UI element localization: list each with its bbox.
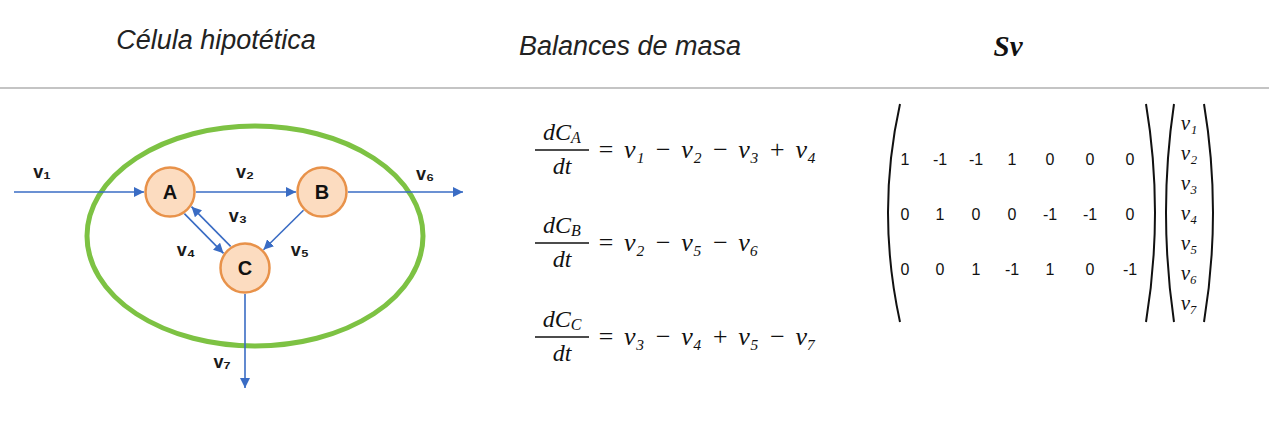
- vector-bracket: [1166, 104, 1174, 322]
- matrix-entry: 0: [1086, 151, 1095, 169]
- flux-label: v₄: [175, 240, 198, 261]
- flux-label: v₁: [33, 162, 50, 183]
- column-heading: Célula hipotética: [116, 25, 316, 56]
- matrix-entry: 0: [1046, 151, 1055, 169]
- reaction-arrow: [196, 191, 296, 193]
- matrix-entry: 0: [1086, 261, 1095, 279]
- matrix-bracket: [888, 104, 900, 322]
- derivative-denominator: dt: [553, 340, 572, 367]
- matrix-entry: 0: [936, 261, 945, 279]
- matrix-entry: -1: [969, 151, 983, 169]
- reaction-arrow: [191, 207, 230, 247]
- node-label: C: [238, 258, 252, 278]
- metabolite-node: C: [219, 242, 271, 294]
- cell-membrane: [87, 126, 423, 346]
- matrix-entry: 0: [972, 206, 981, 224]
- matrix-entry: -1: [933, 151, 947, 169]
- matrix-entry: 1: [901, 151, 910, 169]
- vector-entry: v₆: [1181, 261, 1198, 286]
- header-rule: [0, 87, 1269, 88]
- fraction-bar: [535, 336, 589, 338]
- matrix-bracket: [1146, 104, 1155, 322]
- matrix-entry: -1: [1005, 261, 1019, 279]
- metabolite-node: B: [296, 166, 348, 218]
- secretion-arrow: [348, 191, 463, 193]
- matrix-entry: 1: [936, 206, 945, 224]
- flux-label: v₃: [227, 206, 249, 227]
- vector-entry: v₅: [1181, 231, 1198, 256]
- derivative-numerator: dC: [543, 212, 571, 239]
- flux-label: v₆: [416, 164, 434, 185]
- column-heading: Balances de masa: [519, 31, 741, 62]
- matrix-entry: 1: [1008, 151, 1017, 169]
- matrix-entry: 1: [972, 261, 981, 279]
- equation-rhs: = v₂ − v₅ − v₆: [597, 228, 759, 258]
- secretion-arrow: [244, 294, 246, 388]
- vector-entry: v₂: [1181, 141, 1198, 166]
- subscript: B: [571, 222, 581, 240]
- vector-entry: v₄: [1181, 201, 1198, 226]
- subscript: C: [571, 316, 582, 334]
- subscript: A: [571, 129, 581, 147]
- matrix-entry: 0: [901, 206, 910, 224]
- vector-bracket: [1204, 104, 1213, 322]
- node-circle: [146, 168, 195, 217]
- matrix-entry: 0: [901, 261, 910, 279]
- flux-label: v₅: [289, 240, 311, 261]
- node-circle: [298, 168, 347, 217]
- matrix-entry: -1: [1123, 261, 1137, 279]
- matrix-entry: 0: [1126, 151, 1135, 169]
- derivative-denominator: dt: [553, 153, 572, 180]
- vector-entry: v₇: [1181, 291, 1198, 316]
- derivative-denominator: dt: [553, 246, 572, 273]
- node-circle: [221, 244, 270, 293]
- equation-rhs: = v₁ − v₂ − v₃ + v₄: [597, 135, 816, 165]
- metabolite-node: A: [144, 166, 196, 218]
- derivative-numerator: dC: [543, 119, 571, 146]
- fraction-bar: [535, 149, 589, 151]
- fraction-bar: [535, 242, 589, 244]
- matrix-entry: -1: [1043, 206, 1057, 224]
- node-label: A: [163, 182, 177, 202]
- vector-entry: v₃: [1181, 171, 1198, 196]
- flux-label: v₂: [234, 162, 256, 183]
- flux-label: v₇: [213, 352, 230, 373]
- vector-entry: v₁: [1181, 111, 1198, 136]
- matrix-entry: 0: [1008, 206, 1017, 224]
- uptake-arrow: [14, 191, 144, 193]
- derivative-numerator: dC: [543, 306, 571, 333]
- matrix-entry: -1: [1083, 206, 1097, 224]
- matrix-entry: 0: [1126, 206, 1135, 224]
- column-heading: Sv: [994, 30, 1023, 63]
- equation-rhs: = v₃ − v₄ + v₅ − v₇: [597, 322, 816, 352]
- node-label: B: [315, 182, 329, 202]
- matrix-entry: 1: [1046, 261, 1055, 279]
